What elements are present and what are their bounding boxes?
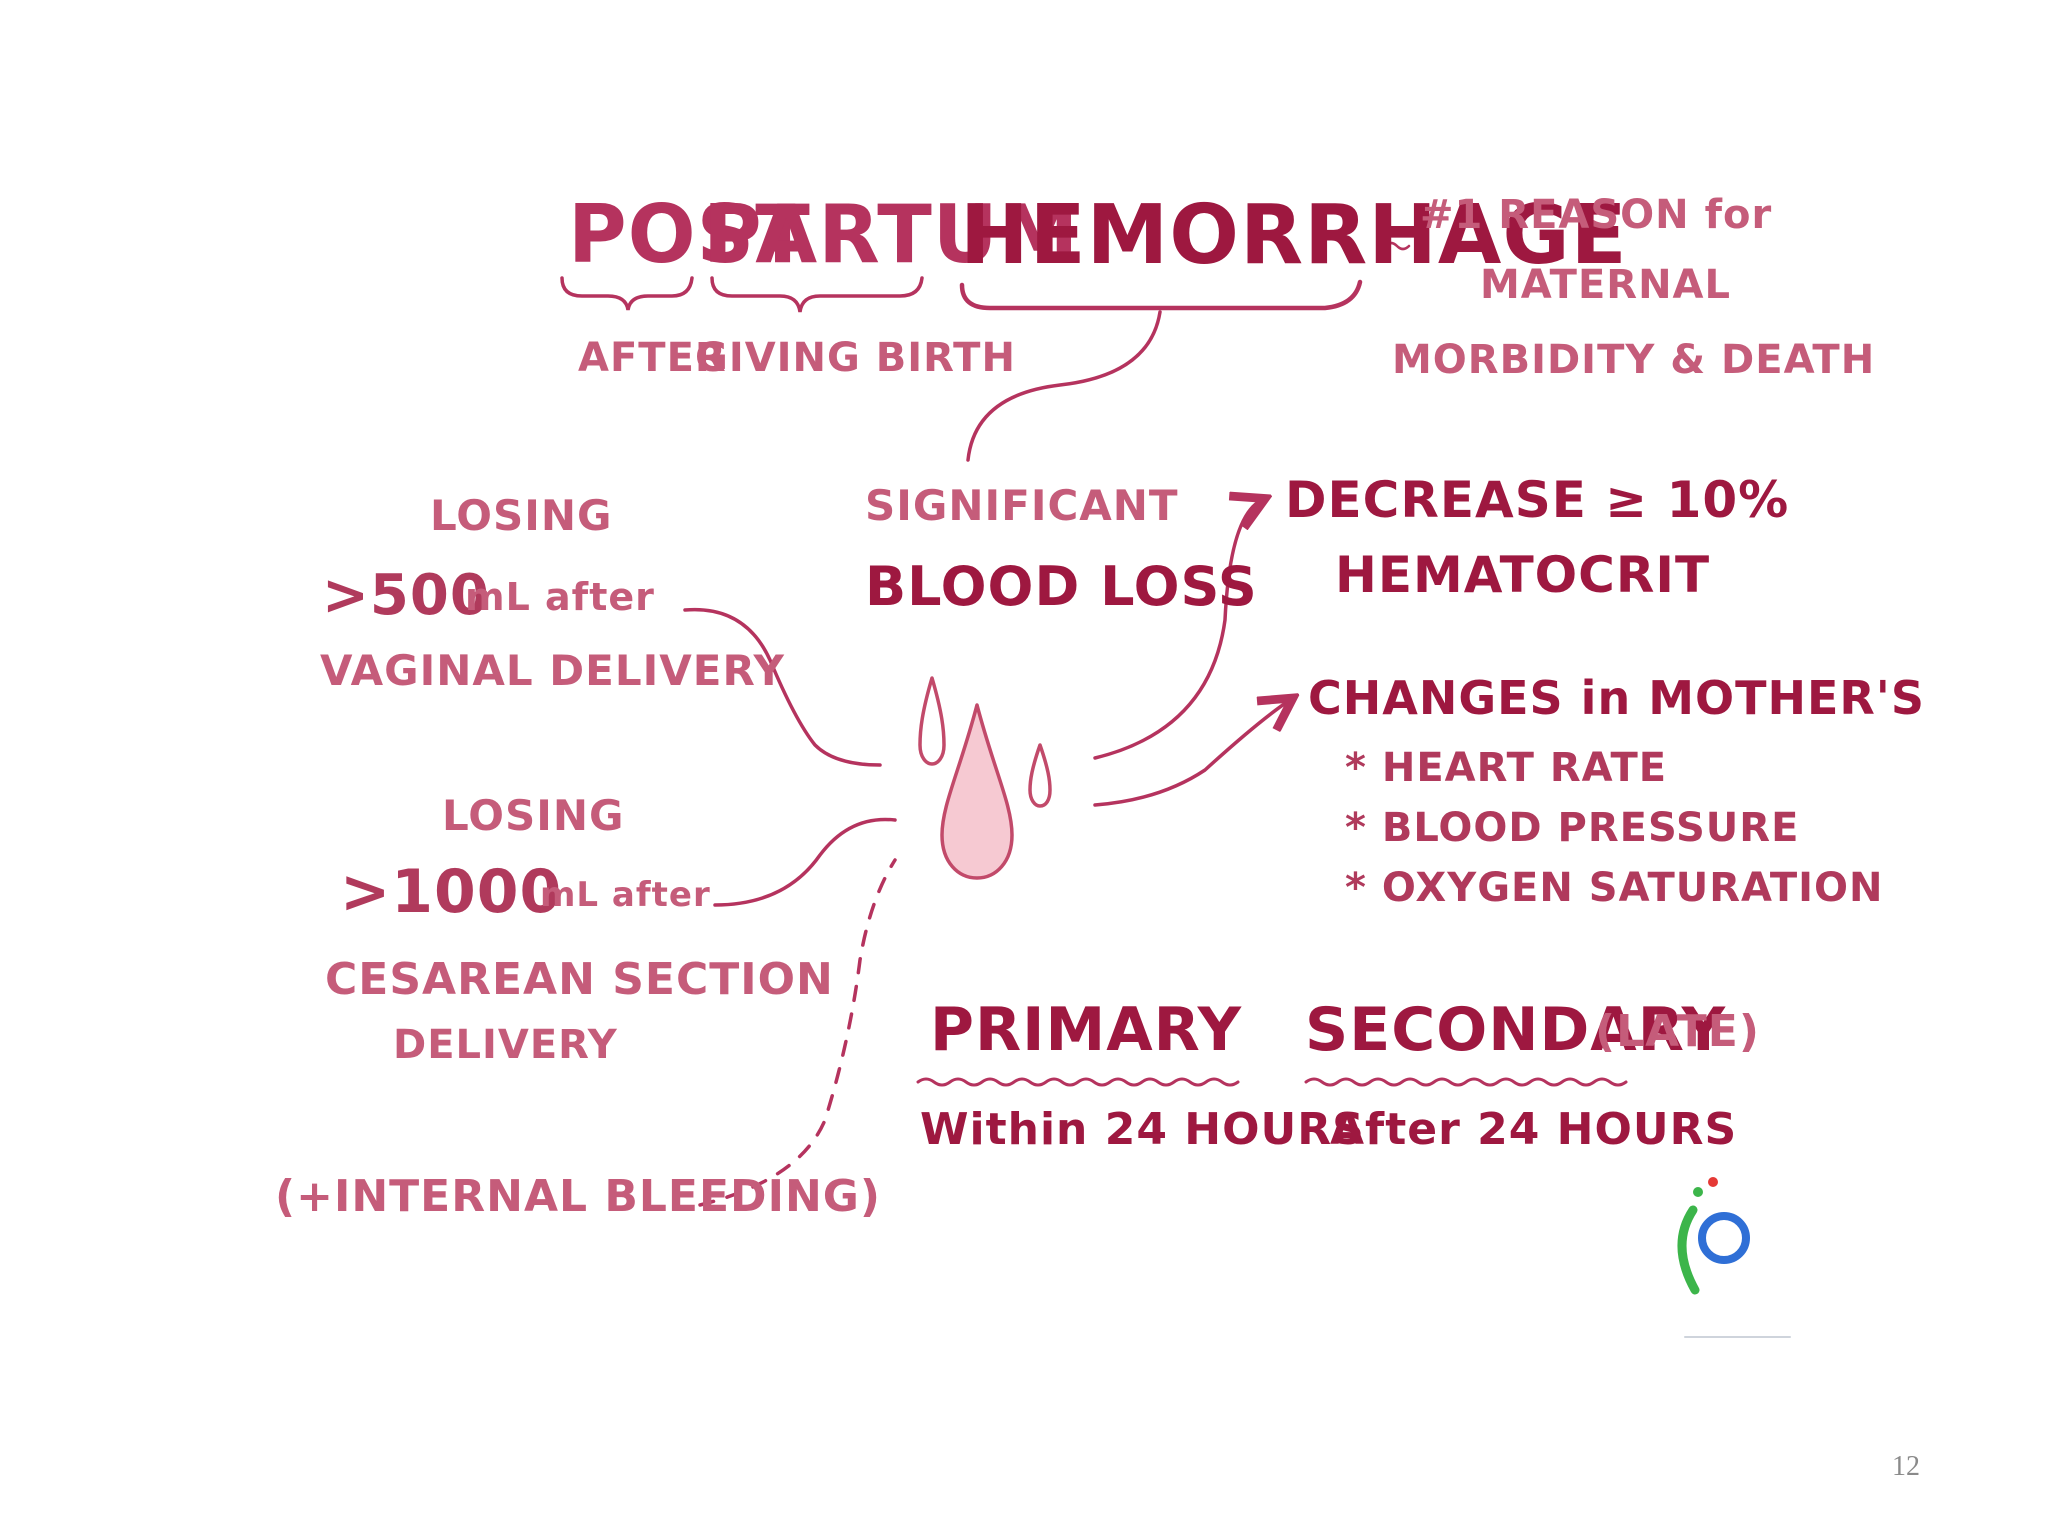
logo-dot-green [1693, 1187, 1703, 1197]
logo-ring [1698, 1212, 1750, 1264]
changes-item-heart-rate: * HEART RATE [1345, 745, 1668, 791]
reason-line1: #1 REASON for [1420, 192, 1773, 238]
cesarean-amount: >1000 [340, 857, 563, 927]
label-giving-birth: GIVING BIRTH [695, 335, 1016, 381]
title-hemorrhage: HEMORRHAGE [960, 188, 1628, 283]
hematocrit-decrease: DECREASE ≥ 10% [1285, 471, 1790, 529]
label-after: AFTER [578, 335, 727, 381]
cesarean-losing: LOSING [442, 791, 625, 840]
vaginal-amount: >500 [322, 563, 490, 628]
secondary-underline [1304, 1077, 1628, 1087]
cesarean-section: CESAREAN SECTION [325, 954, 834, 1005]
center-significant: SIGNIFICANT [865, 481, 1179, 530]
brace-post [560, 276, 694, 311]
line-cesarean-to-drop [713, 817, 897, 907]
small-blood-drop-right [1028, 743, 1052, 808]
page-number: 12 [1892, 1451, 1920, 1482]
logo-dot-red [1708, 1177, 1718, 1187]
logo-arc [1677, 1205, 1700, 1295]
tilde [1383, 241, 1411, 251]
cesarean-unit: mL after [540, 875, 711, 915]
line-vaginal-to-drop [683, 607, 882, 767]
brace-hemorrhage [959, 279, 1363, 311]
internal-bleeding: (+INTERNAL BLEEDING) [275, 1171, 881, 1222]
arrow-to-changes [1093, 700, 1290, 807]
primary-label: PRIMARY [930, 995, 1243, 1065]
large-blood-drop [940, 703, 1014, 880]
secondary-label: SECONDARY [1305, 995, 1727, 1065]
cesarean-delivery: DELIVERY [393, 1022, 618, 1068]
small-blood-drop-left [918, 676, 946, 766]
vaginal-unit: mL after [465, 575, 655, 619]
changes-heading: CHANGES in MOTHER'S [1308, 671, 1926, 725]
changes-item-blood-pressure: * BLOOD PRESSURE [1345, 805, 1800, 851]
line-internal-bleeding [698, 858, 897, 1207]
changes-item-oxygen-saturation: * OXYGEN SATURATION [1345, 865, 1884, 911]
primary-sub: Within 24 HOURS [920, 1104, 1365, 1155]
blood-drop-icon [918, 676, 1052, 880]
vaginal-losing: LOSING [430, 491, 613, 540]
reason-line3: MORBIDITY & DEATH [1392, 337, 1876, 383]
line-hemorrhage-to-center [966, 310, 1162, 462]
title-partum: PARTUM [703, 188, 1080, 281]
reason-line2: MATERNAL [1480, 262, 1731, 308]
vaginal-delivery: VAGINAL DELIVERY [320, 646, 785, 695]
primary-underline [916, 1077, 1240, 1087]
brace-partum [710, 276, 924, 313]
hematocrit-label: HEMATOCRIT [1335, 546, 1711, 604]
arrow-to-hematocrit [1093, 500, 1262, 760]
secondary-note: (LATE) [1595, 1006, 1760, 1057]
secondary-sub: After 24 HOURS [1330, 1104, 1738, 1155]
center-blood-loss: BLOOD LOSS [865, 555, 1258, 618]
osmosis-logo-icon [1677, 1177, 1791, 1338]
title-post: POST [568, 188, 811, 281]
